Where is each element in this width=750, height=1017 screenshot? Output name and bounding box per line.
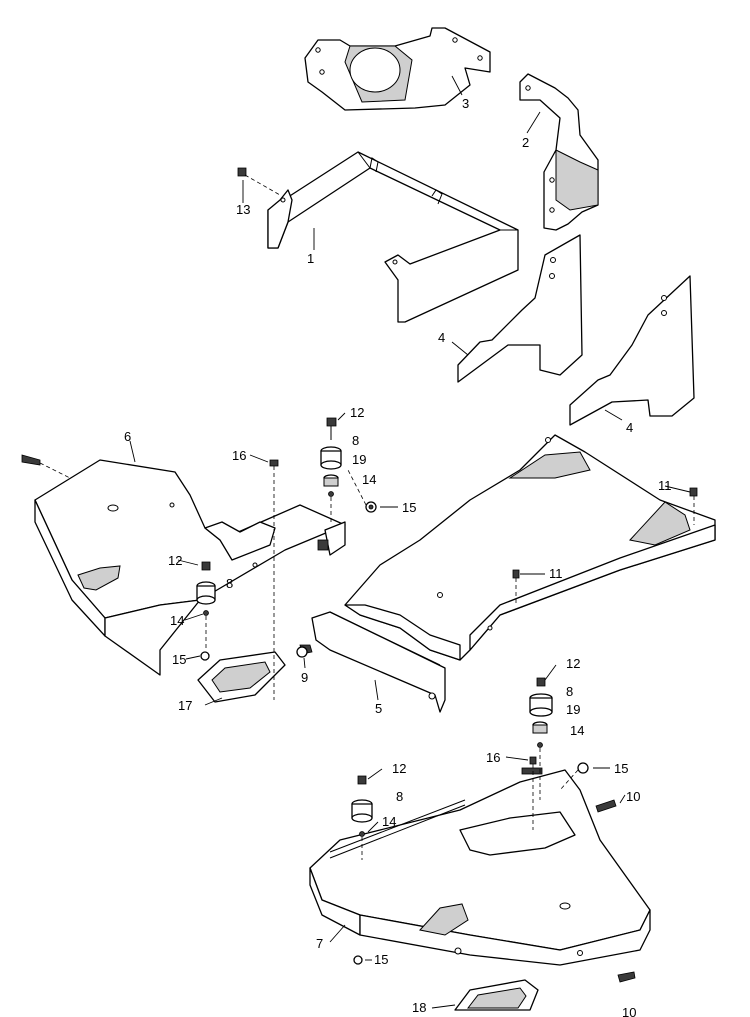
part-6-left-deck (21, 454, 346, 676)
mount-hardware-upper (320, 417, 342, 525)
callout-16-upper: 16 (232, 448, 246, 463)
callout-18: 18 (412, 1000, 426, 1015)
callout-14-upper: 14 (362, 472, 376, 487)
callout-13: 13 (236, 202, 250, 217)
callout-12-right: 12 (566, 656, 580, 671)
callout-19-right: 19 (566, 702, 580, 717)
callout-14-lower: 14 (382, 814, 396, 829)
callout-14-right: 14 (570, 723, 584, 738)
small-fasteners (237, 167, 698, 983)
callout-16-lower: 16 (486, 750, 500, 765)
callout-11-right: 11 (658, 478, 672, 493)
part-4-plate-upper (457, 234, 583, 383)
part-1-u-cover (267, 151, 519, 323)
part-2-side-bracket (519, 73, 599, 231)
callout-12-lower: 12 (392, 761, 406, 776)
mount-hardware-left (196, 561, 216, 661)
mount-hardware-right (529, 677, 553, 800)
callout-5: 5 (375, 701, 382, 716)
callout-11-center: 11 (549, 566, 563, 581)
part-18-grommet (454, 979, 539, 1011)
callout-4-lower: 4 (626, 420, 633, 435)
callout-3: 3 (462, 96, 469, 111)
callout-2: 2 (522, 135, 529, 150)
mount-hardware-lower-left (351, 775, 373, 860)
callout-1: 1 (307, 251, 314, 266)
part-7-right-deck (309, 767, 651, 966)
part-4-plate-lower (569, 275, 695, 426)
center-chassis-plate (344, 434, 716, 661)
callout-17: 17 (178, 698, 192, 713)
callout-10-upper: 10 (626, 789, 640, 804)
callout-15-right: 15 (614, 761, 628, 776)
callout-10-lower: 10 (622, 1005, 636, 1017)
callout-7: 7 (316, 936, 323, 951)
callout-15-left: 15 (172, 652, 186, 667)
callout-12-upper: 12 (350, 405, 364, 420)
callout-9: 9 (301, 670, 308, 685)
callout-8-right: 8 (566, 684, 573, 699)
part-17-grommet (197, 651, 286, 703)
callout-14-left: 14 (170, 613, 184, 628)
callout-8-left: 8 (226, 576, 233, 591)
part-3-upper-bracket (304, 27, 491, 111)
callout-8-lower: 8 (396, 789, 403, 804)
part-5-rail (311, 611, 446, 713)
callout-6: 6 (124, 429, 131, 444)
callout-19-upper: 19 (352, 452, 366, 467)
callout-labels: 1 2 3 4 4 5 6 7 8 8 8 8 9 10 10 11 11 12… (124, 96, 672, 1017)
callout-4-upper: 4 (438, 330, 445, 345)
leader-lines (129, 75, 691, 1009)
callout-12-left: 12 (168, 553, 182, 568)
callout-8-upper: 8 (352, 433, 359, 448)
callout-15-upper: 15 (402, 500, 416, 515)
callout-15-lower: 15 (374, 952, 388, 967)
